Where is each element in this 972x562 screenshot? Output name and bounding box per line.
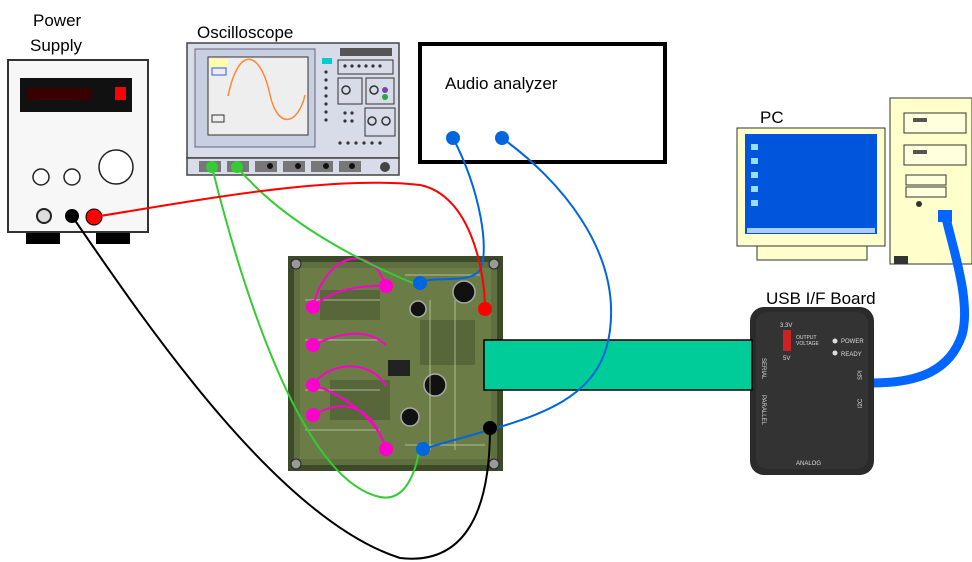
pcb-magenta-dot-6 — [379, 442, 393, 456]
scope-probe-dot-1 — [206, 161, 218, 173]
power-supply-knob-small-2[interactable] — [64, 169, 80, 185]
power-supply-label-line2: Supply — [30, 36, 82, 55]
usb-board-analog-label: ANALOG — [796, 461, 821, 467]
usb-board-serial-label: SERIAL — [760, 358, 766, 380]
power-supply-label-line1: Power — [33, 11, 82, 30]
usb-board-label: USB I/F Board — [766, 289, 876, 308]
pcb-blue-dot-1 — [413, 276, 427, 290]
ribbon-cable — [484, 340, 752, 390]
usb-board-i2c-label: I2C — [858, 398, 864, 408]
usb-board-5v-label: 5V — [783, 356, 790, 362]
pcb-magenta-dot-4 — [306, 378, 320, 392]
power-supply-knob-small-1[interactable] — [33, 169, 49, 185]
usb-board-power-led — [833, 339, 838, 344]
audio-analyzer-label: Audio analyzer — [445, 74, 558, 93]
oscilloscope — [187, 43, 399, 175]
power-supply — [8, 60, 148, 244]
pcb-magenta-dot-1 — [379, 279, 393, 293]
usb-board-voltage-label: VOLTAGE — [796, 341, 820, 347]
pcb-red-dot — [478, 302, 492, 316]
usb-board-ready-label: READY — [841, 352, 862, 358]
power-supply-terminal-gray — [37, 209, 51, 223]
usb-board-spi-label: SPI — [858, 370, 864, 380]
analyzer-dot-1 — [446, 131, 460, 145]
capacitor-1 — [453, 281, 475, 303]
pcb-black-dot — [483, 421, 497, 435]
pcb-magenta-dot-2 — [306, 300, 320, 314]
analyzer-dot-2 — [495, 131, 509, 145]
pcb-magenta-dot-3 — [306, 338, 320, 352]
power-supply-knob-large[interactable] — [99, 150, 133, 184]
pcb-magenta-dot-5 — [306, 408, 320, 422]
oscilloscope-label: Oscilloscope — [197, 23, 293, 42]
usb-board-power-label: POWER — [841, 339, 864, 345]
capacitor-3 — [424, 374, 446, 396]
usb-board-ready-led — [833, 351, 838, 356]
pc-screen — [745, 134, 877, 234]
oscilloscope-screen — [208, 57, 308, 135]
capacitor-4 — [401, 408, 419, 426]
usb-board-parallel-label: PARALLEL — [760, 395, 766, 426]
scope-probe-dot-2 — [231, 161, 243, 173]
usb-board-3v3-label: 3.3V — [780, 323, 792, 329]
pc-label: PC — [760, 108, 784, 127]
capacitor-2 — [410, 301, 426, 317]
usb-interface-board: 3.3V 5V OUTPUT VOLTAGE POWER READY SERIA… — [750, 307, 874, 475]
pcb-blue-dot-2 — [416, 442, 430, 456]
